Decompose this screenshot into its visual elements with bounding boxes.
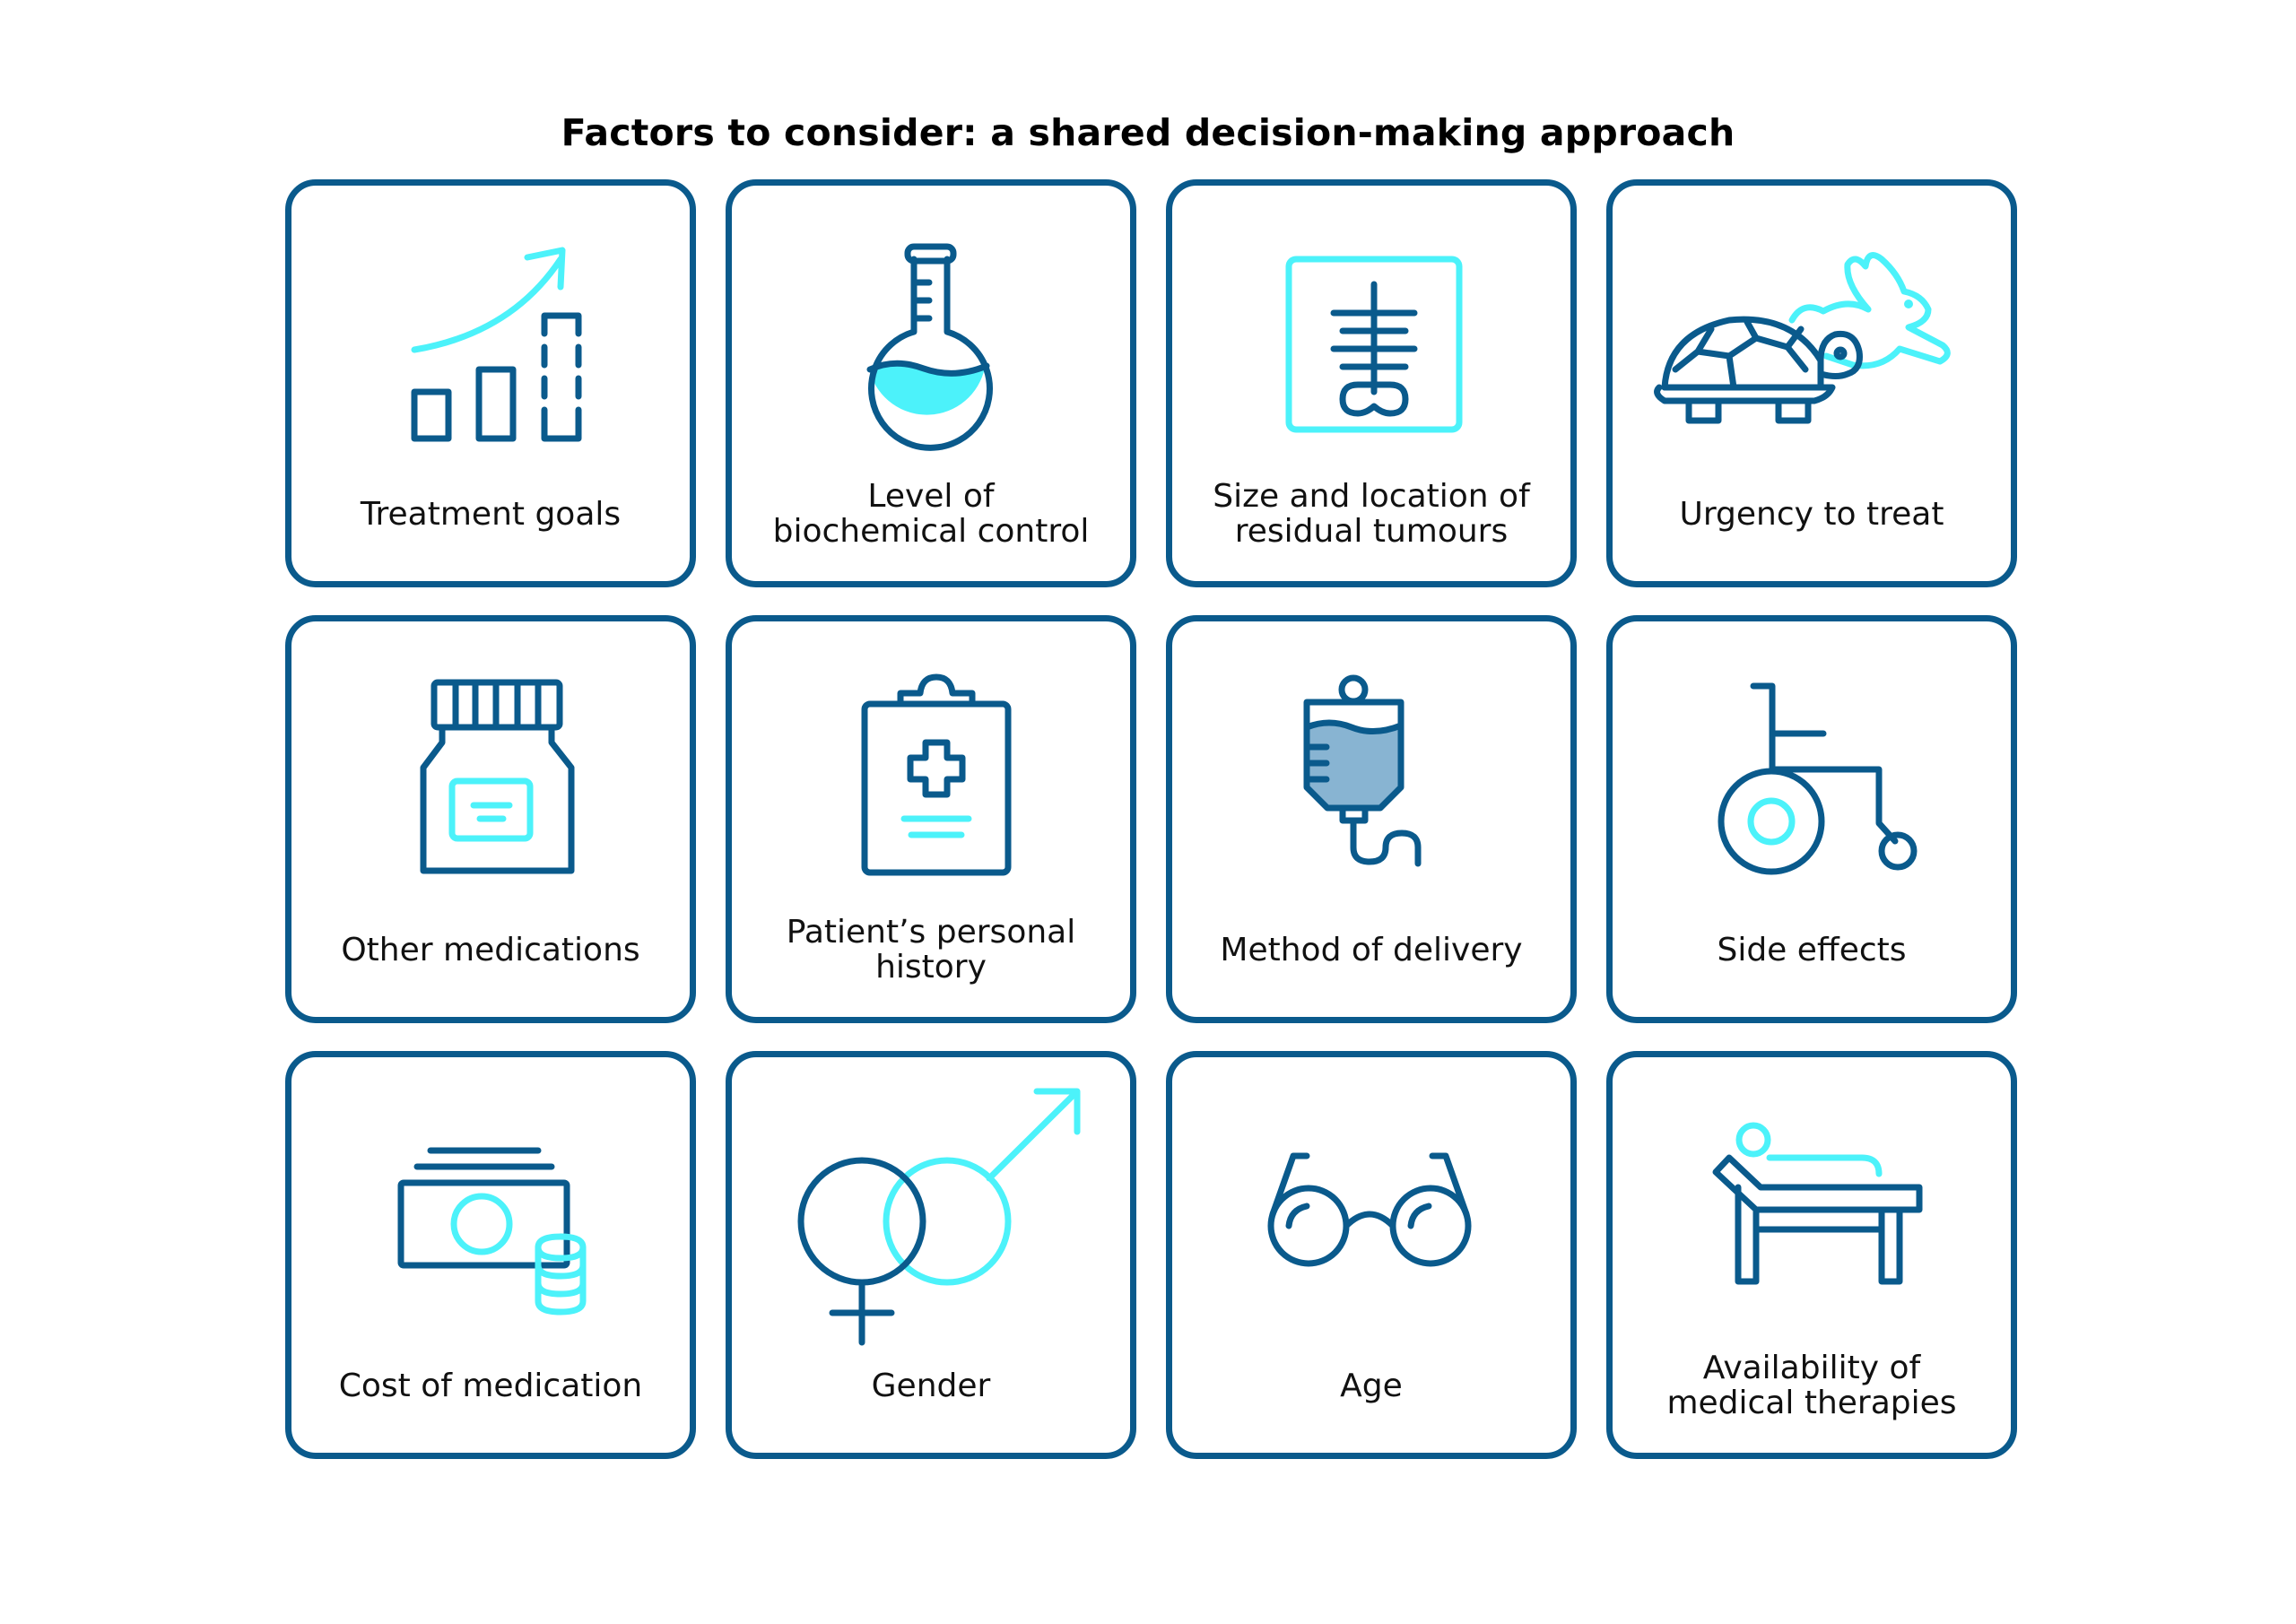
card-biochemical-control: Level of biochemical control [726, 179, 1136, 587]
page-title: Factors to consider: a shared decision-m… [561, 111, 1735, 154]
card-availability-therapies: Availability of medical therapies [1606, 1051, 2017, 1459]
card-label: Method of delivery [1220, 931, 1523, 968]
iv-drip-icon [1303, 674, 1422, 867]
card-label: Availability of medical therapies [1666, 1350, 1957, 1421]
card-label: Side effects [1717, 931, 1907, 968]
card-other-medications: Other medications [285, 615, 696, 1023]
card-label: Size and location of residual tumours [1213, 478, 1530, 550]
card-label: Patient’s personal history [786, 914, 1076, 986]
card-personal-history: Patient’s personal history [726, 615, 1136, 1023]
card-label: Urgency to treat [1679, 495, 1944, 533]
pill-bottle-icon [420, 679, 575, 874]
clipboard-icon [861, 673, 1012, 876]
card-label: Cost of medication [338, 1367, 643, 1404]
card-label: Age [1340, 1367, 1403, 1404]
wheelchair-icon [1718, 682, 1918, 875]
card-gender: Gender [726, 1051, 1136, 1459]
card-age: Age [1166, 1051, 1577, 1459]
growth-chart-icon [411, 247, 582, 442]
patient-bed-icon [1712, 1122, 1923, 1285]
flask-icon [866, 243, 993, 451]
card-label: Treatment goals [360, 495, 622, 533]
card-method-delivery: Method of delivery [1166, 615, 1577, 1023]
card-side-effects: Side effects [1606, 615, 2017, 1023]
money-icon [397, 1147, 587, 1316]
card-label: Level of biochemical control [772, 478, 1090, 550]
card-residual-tumours: Size and location of residual tumours [1166, 179, 1577, 587]
gender-icon [797, 1088, 1081, 1346]
tortoise-hare-icon [1654, 252, 1951, 424]
xray-icon [1285, 256, 1463, 433]
card-label: Other medications [341, 931, 640, 968]
card-treatment-goals: Treatment goals [285, 179, 696, 587]
card-label: Gender [871, 1367, 991, 1404]
card-cost-medication: Cost of medication [285, 1051, 696, 1459]
card-urgency: Urgency to treat [1606, 179, 2017, 587]
glasses-icon [1267, 1152, 1472, 1267]
